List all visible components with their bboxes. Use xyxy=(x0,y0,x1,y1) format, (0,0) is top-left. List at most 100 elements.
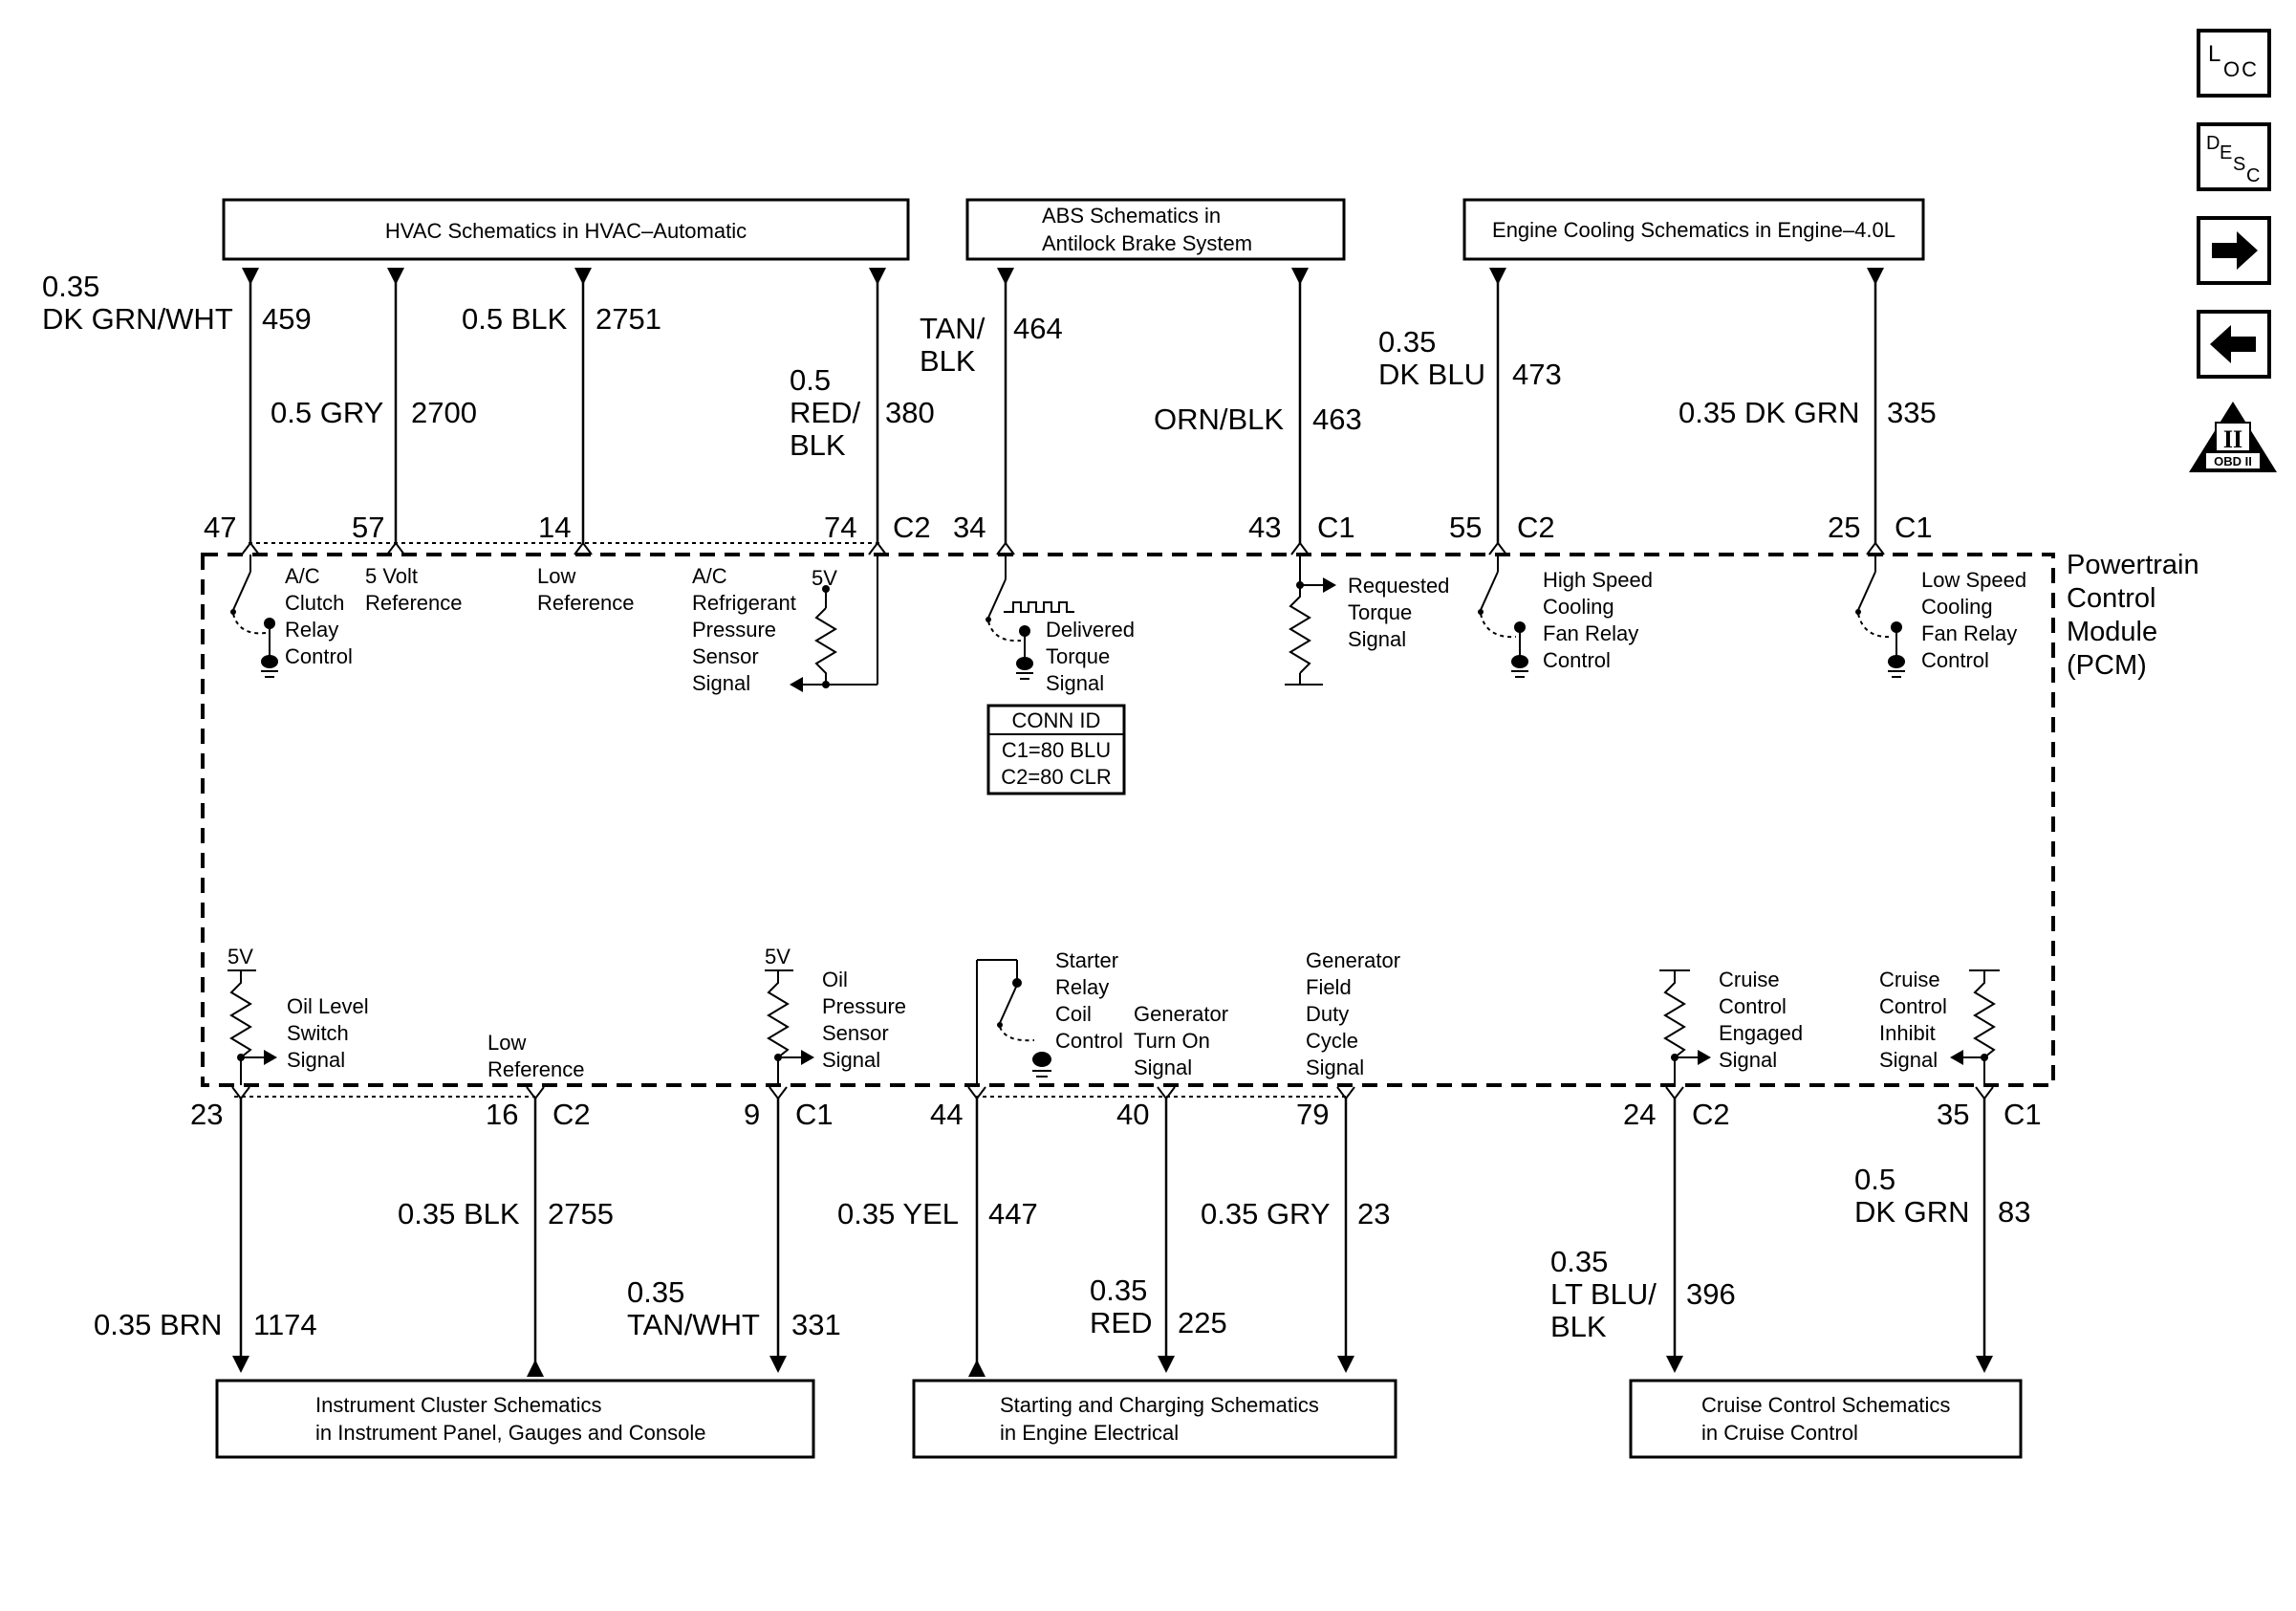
wire-225[interactable]: 0.35 RED 225 40 xyxy=(1090,1097,1227,1373)
label-line: Delivered xyxy=(1046,618,1135,642)
wire-color: 0.35 xyxy=(1090,1274,1147,1307)
wire-color: 0.35 xyxy=(1550,1245,1608,1278)
previous-page-button[interactable] xyxy=(2197,310,2271,379)
label-line: Signal xyxy=(1348,627,1406,651)
pcm-label-line-3: Module xyxy=(2067,617,2157,647)
circuit-number: 335 xyxy=(1887,396,1937,429)
obd-ii-button[interactable]: II OBD II xyxy=(2189,402,2277,472)
cruise-engaged-input: Cruise Control Engaged Signal xyxy=(1659,968,1803,1085)
loc-letter-l: L xyxy=(2208,41,2220,67)
label-line: Cycle xyxy=(1306,1029,1358,1053)
next-page-button[interactable] xyxy=(2197,216,2271,285)
label-line: Control xyxy=(1055,1029,1123,1053)
wire-2751[interactable]: 0.5 BLK 2751 14 xyxy=(462,268,661,544)
conn-id-title: CONN ID xyxy=(1012,708,1101,732)
connector-id: C1 xyxy=(2004,1098,2042,1131)
wire-83[interactable]: 0.5 DK GRN 83 35 C1 xyxy=(1854,1097,2042,1373)
wire-color: 0.35 GRY xyxy=(1201,1197,1331,1230)
pin-number: 24 xyxy=(1623,1098,1656,1131)
label-line: Fan Relay xyxy=(1543,621,1638,645)
hvac-box-text: HVAC Schematics in HVAC–Automatic xyxy=(385,219,747,243)
wire-459[interactable]: 0.35 DK GRN/WHT 459 47 xyxy=(42,268,312,544)
wire-color: 0.35 xyxy=(627,1275,684,1309)
pin-number: 79 xyxy=(1296,1098,1329,1131)
wire-2755[interactable]: 0.35 BLK 2755 16 C2 xyxy=(398,1097,614,1377)
label-line: A/C xyxy=(692,564,727,588)
label-line: Control xyxy=(285,644,353,668)
pin-number: 35 xyxy=(1937,1098,1969,1131)
label-line: Signal xyxy=(1134,1056,1192,1079)
wire-331[interactable]: 0.35 TAN/WHT 331 9 C1 xyxy=(627,1097,841,1373)
high-speed-fan-relay-driver: High Speed Cooling Fan Relay Control xyxy=(1478,555,1653,678)
location-button[interactable]: L OC xyxy=(2197,29,2271,98)
wire-464[interactable]: TAN/ BLK 464 34 xyxy=(920,268,1063,544)
connector-id: C1 xyxy=(1895,511,1933,544)
obd-label: OBD II xyxy=(2214,454,2252,468)
abs-box-text-line-1: ABS Schematics in xyxy=(1042,204,1221,228)
five-volt-label: 5V xyxy=(812,566,837,590)
wire-23[interactable]: 0.35 GRY 23 79 xyxy=(1201,1097,1390,1373)
label-line: Control xyxy=(1879,994,1947,1018)
abs-schematics-box[interactable]: ABS Schematics in Antilock Brake System xyxy=(965,198,1346,261)
circuit-number: 2751 xyxy=(596,302,661,336)
cruise-control-schematics-box[interactable]: Cruise Control Schematics in Cruise Cont… xyxy=(1629,1379,2023,1459)
wire-color: 0.5 BLK xyxy=(462,302,568,336)
connector-id: C1 xyxy=(1317,511,1355,544)
label-line: Clutch xyxy=(285,591,344,615)
label-line: Requested xyxy=(1348,574,1449,598)
pin-number: 14 xyxy=(538,511,571,544)
low-reference-bottom-label: Low Reference xyxy=(487,1031,585,1081)
description-button[interactable]: D E S C xyxy=(2197,122,2271,191)
wire-1174[interactable]: 0.35 BRN 1174 23 xyxy=(94,1097,317,1373)
connector-id: C1 xyxy=(795,1098,834,1131)
hvac-schematics-box[interactable]: HVAC Schematics in HVAC–Automatic xyxy=(222,198,910,261)
label-line: Signal xyxy=(1719,1048,1777,1072)
label-line: A/C xyxy=(285,564,320,588)
desc-letter-d: D xyxy=(2206,133,2220,154)
cruise-box-text-line-1: Cruise Control Schematics xyxy=(1701,1393,1950,1417)
ac-pressure-sensor-input: 5V A/C Refrigerant Pressure Sensor Signa… xyxy=(692,555,878,695)
label-line: Reference xyxy=(537,591,635,615)
label-line: Pressure xyxy=(822,994,906,1018)
label-line: Low Speed xyxy=(1921,568,2026,592)
label-line: Cooling xyxy=(1921,595,1993,619)
label-line: High Speed xyxy=(1543,568,1653,592)
pcm-label: Powertrain Control Module (PCM) xyxy=(2067,550,2199,681)
wire-color: BLK xyxy=(1550,1310,1607,1343)
connector-id: C2 xyxy=(893,511,931,544)
cluster-box-text-line-1: Instrument Cluster Schematics xyxy=(315,1393,602,1417)
instrument-cluster-schematics-box[interactable]: Instrument Cluster Schematics in Instrum… xyxy=(215,1379,815,1459)
starter-relay-coil-driver: Starter Relay Coil Control xyxy=(976,948,1123,1085)
circuit-number: 464 xyxy=(1013,312,1063,345)
label-line: Signal xyxy=(1306,1056,1364,1079)
wire-335[interactable]: 0.35 DK GRN 335 25 C1 xyxy=(1679,268,1937,544)
wire-473[interactable]: 0.35 DK BLU 473 55 C2 xyxy=(1378,268,1562,544)
engine-cooling-schematics-box[interactable]: Engine Cooling Schematics in Engine–4.0L xyxy=(1462,198,1925,261)
wire-447[interactable]: 0.35 YEL 447 44 xyxy=(837,1097,1038,1377)
wire-380[interactable]: 0.5 RED/ BLK 380 74 C2 xyxy=(790,268,935,544)
connector-id: C2 xyxy=(552,1098,591,1131)
cluster-box-text-line-2: in Instrument Panel, Gauges and Console xyxy=(315,1421,705,1445)
charging-box-text-line-1: Starting and Charging Schematics xyxy=(1000,1393,1319,1417)
wire-color: 0.35 DK GRN xyxy=(1679,396,1860,429)
cooling-box-text: Engine Cooling Schematics in Engine–4.0L xyxy=(1492,218,1895,242)
starting-charging-schematics-box[interactable]: Starting and Charging Schematics in Engi… xyxy=(912,1379,1397,1459)
label-line: Fan Relay xyxy=(1921,621,2017,645)
wire-color: DK GRN xyxy=(1854,1195,1970,1229)
circuit-number: 396 xyxy=(1686,1277,1736,1311)
wire-color: TAN/WHT xyxy=(627,1308,760,1341)
wire-396[interactable]: 0.35 LT BLU/ BLK 396 24 C2 xyxy=(1550,1097,1736,1373)
wire-2700[interactable]: 0.5 GRY 2700 57 xyxy=(271,268,477,544)
five-volt-label: 5V xyxy=(227,945,253,969)
wire-463[interactable]: ORN/BLK 463 43 C1 xyxy=(1154,268,1362,544)
generator-field-duty-cycle-label: Generator Field Duty Cycle Signal xyxy=(1306,948,1400,1079)
label-line: Signal xyxy=(287,1048,345,1072)
label-line: Oil Level xyxy=(287,994,369,1018)
ac-clutch-relay-driver: A/C Clutch Relay Control xyxy=(230,555,353,678)
pcm-label-line-4: (PCM) xyxy=(2067,650,2147,681)
pcm-label-line-1: Powertrain xyxy=(2067,550,2199,580)
obd-numeral: II xyxy=(2223,425,2242,453)
label-line: Control xyxy=(1921,648,1989,672)
pin-number: 55 xyxy=(1449,511,1482,544)
